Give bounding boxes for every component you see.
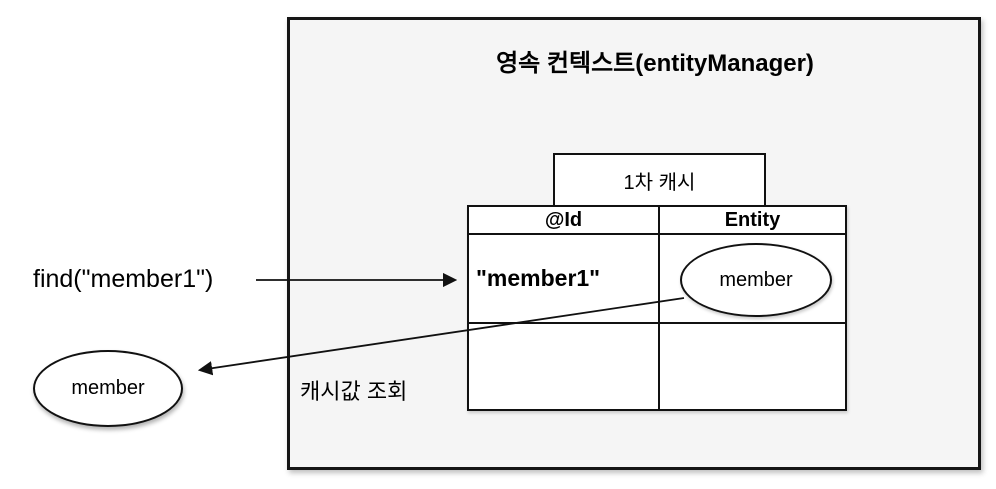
returned-member-ellipse: member <box>33 350 183 427</box>
table-row2-id-cell <box>469 324 660 409</box>
cache-lookup-label: 캐시값 조회 <box>300 379 408 404</box>
table-header-entity: Entity <box>660 207 845 235</box>
member-entity-ellipse: member <box>680 243 832 317</box>
first-level-cache-box: 1차 캐시 <box>553 153 766 207</box>
table-row1-id-cell: "member1" <box>469 235 660 324</box>
table-row2-entity-cell <box>660 324 845 409</box>
first-level-cache-label: 1차 캐시 <box>623 171 696 194</box>
returned-member-label: member <box>71 377 145 399</box>
member-entity-label: member <box>719 268 793 291</box>
table-header-id: @Id <box>469 207 660 235</box>
find-call-label: find("member1") <box>33 265 214 293</box>
persistence-context-title: 영속 컨텍스트(entityManager) <box>496 50 814 77</box>
